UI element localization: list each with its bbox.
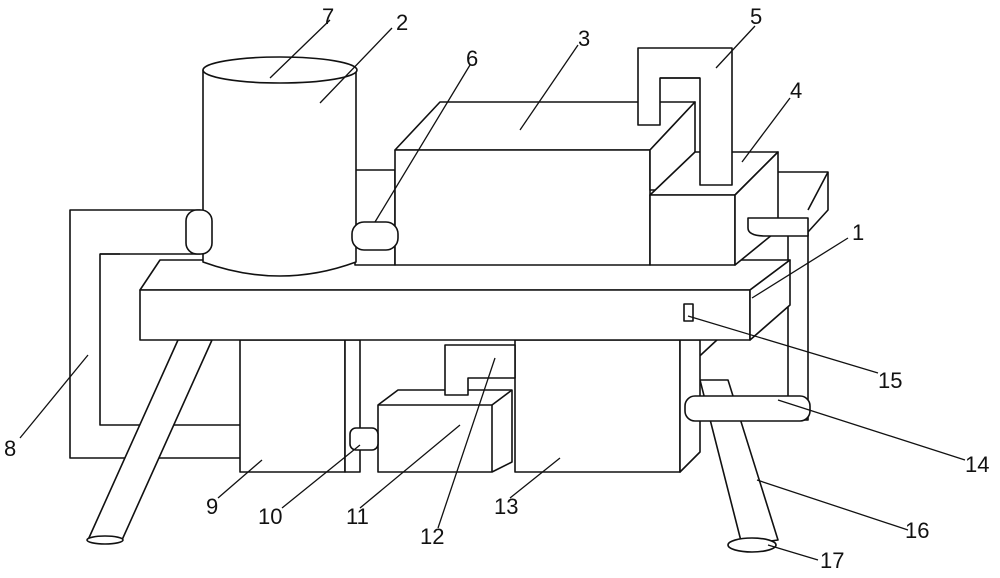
part-2-tank (203, 70, 356, 276)
label-8: 8 (4, 436, 16, 461)
label-4: 4 (790, 78, 802, 103)
part-14-outlet (685, 396, 810, 421)
label-1: 1 (852, 220, 864, 245)
label-10: 10 (258, 504, 282, 529)
label-13: 13 (494, 494, 518, 519)
label-5: 5 (750, 4, 762, 29)
part-12-pipe (445, 345, 515, 395)
label-7: 7 (322, 4, 334, 29)
label-3: 3 (578, 26, 590, 51)
label-16: 16 (905, 518, 929, 543)
label-17: 17 (820, 548, 844, 573)
label-6: 6 (466, 46, 478, 71)
part-3-box (395, 150, 650, 265)
part-13-box (515, 340, 680, 472)
part-6-connector (352, 222, 398, 250)
part-15-switch (684, 304, 693, 321)
label-12: 12 (420, 524, 444, 549)
label-15: 15 (878, 368, 902, 393)
part-7-lid (203, 57, 357, 83)
label-9: 9 (206, 494, 218, 519)
part-9-box (240, 340, 345, 472)
upper-assemblies (186, 48, 808, 276)
part-10-connector (350, 428, 378, 450)
label-11: 11 (346, 504, 369, 529)
part-4-box (650, 195, 735, 265)
label-14: 14 (965, 452, 989, 477)
label-2: 2 (396, 10, 408, 35)
